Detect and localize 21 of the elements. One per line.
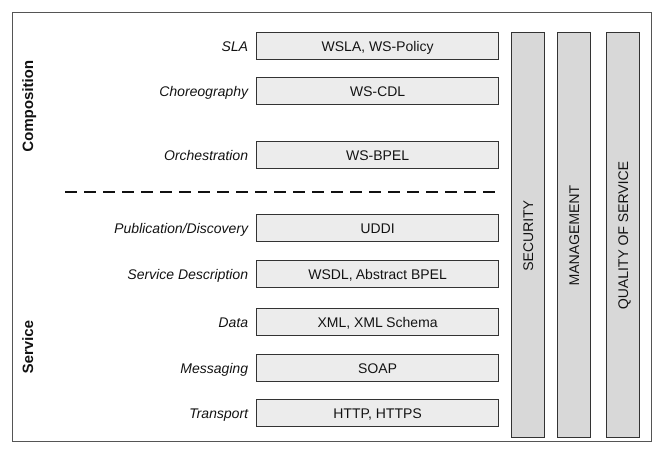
- layer-box: WS-CDL: [256, 77, 499, 105]
- group-label: Service: [20, 320, 37, 374]
- layer-label: Orchestration: [164, 146, 248, 165]
- layer-box: WS-BPEL: [256, 141, 499, 169]
- layer-box: XML, XML Schema: [256, 308, 499, 336]
- group-label: Composition: [20, 60, 37, 152]
- vertical-bar: MANAGEMENT: [557, 32, 591, 438]
- layer-box: WSLA, WS-Policy: [256, 32, 499, 60]
- layer-label: Data: [218, 313, 248, 332]
- layer-label: Service Description: [127, 265, 248, 284]
- layer-box: WSDL, Abstract BPEL: [256, 260, 499, 288]
- vertical-bar: QUALITY OF SERVICE: [606, 32, 640, 438]
- layer-label: Messaging: [180, 359, 248, 378]
- layer-box: UDDI: [256, 214, 499, 242]
- layer-box: SOAP: [256, 354, 499, 382]
- layer-label: Publication/Discovery: [114, 219, 248, 238]
- layer-label: Choreography: [159, 82, 248, 101]
- layer-label: SLA: [222, 37, 248, 56]
- layer-label: Transport: [189, 404, 248, 423]
- layer-box: HTTP, HTTPS: [256, 399, 499, 427]
- vertical-bar: SECURITY: [511, 32, 545, 438]
